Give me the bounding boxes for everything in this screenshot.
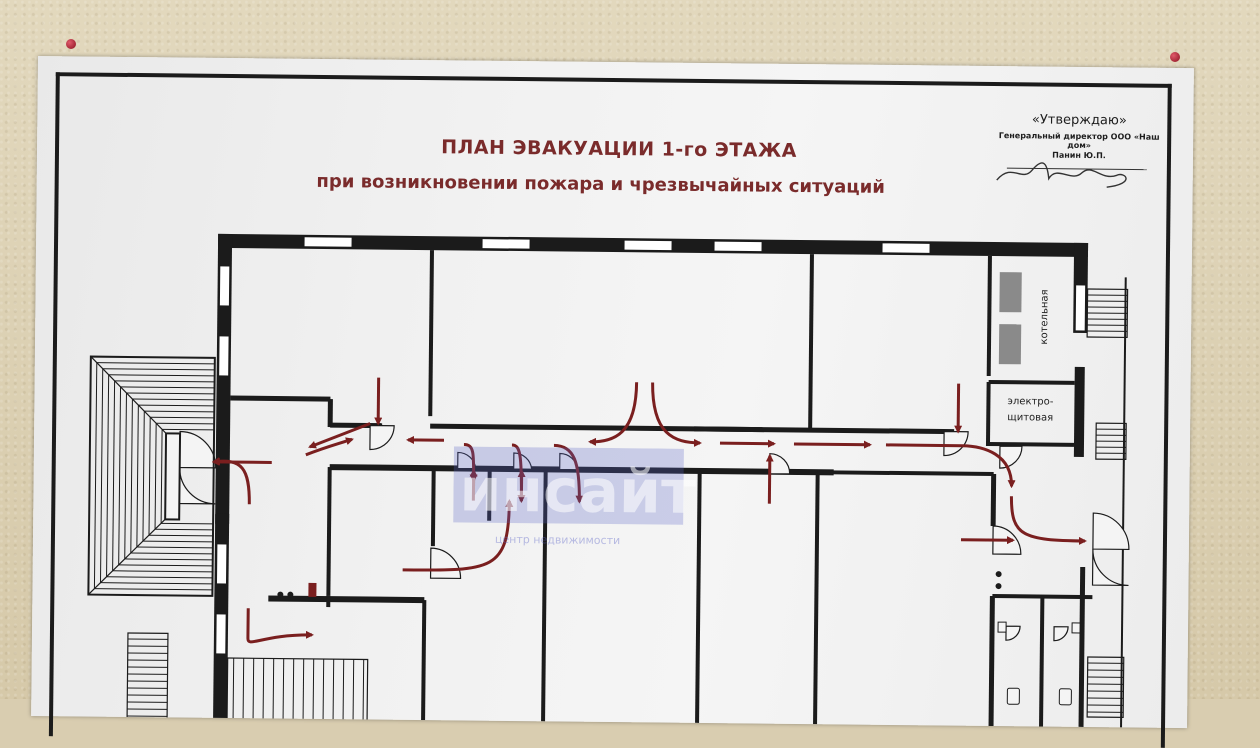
stairs-bottom <box>127 633 368 726</box>
stair-step <box>121 387 215 388</box>
evacuation-arrow <box>958 384 959 432</box>
stair-step <box>263 658 264 724</box>
stair-step <box>333 659 334 725</box>
evacuation-arrow <box>590 382 637 442</box>
stair-step <box>109 375 215 376</box>
stair-step <box>162 429 214 430</box>
stair-step <box>161 523 213 524</box>
stair-step <box>144 411 214 412</box>
stair-step <box>131 553 213 554</box>
stair-step <box>100 583 212 584</box>
room-label-electrical-line1: электро- <box>1007 396 1053 407</box>
evacuation-arrow <box>769 456 770 504</box>
outer-walls <box>213 234 1088 728</box>
stair-step <box>125 559 213 560</box>
stair-step <box>125 393 127 559</box>
stair-step <box>149 417 150 535</box>
boiler-equipment <box>999 272 1022 364</box>
room-label-boiler: котельная <box>1039 289 1051 344</box>
stair-step <box>149 535 213 536</box>
interior-walls <box>227 248 1126 727</box>
stair-step <box>143 411 144 541</box>
floor-plan: котельная электро- щитовая <box>31 56 1194 728</box>
stair-step <box>100 369 102 583</box>
stair-step <box>107 577 213 578</box>
evacuation-routes <box>212 376 1087 651</box>
stair-step <box>113 571 213 572</box>
room-label-electrical-line2: щитовая <box>1007 412 1053 423</box>
evacuation-arrow <box>720 443 774 444</box>
stair-step <box>115 381 215 382</box>
stair-step <box>107 375 109 577</box>
stair-step <box>323 659 324 725</box>
stair-step <box>119 565 213 566</box>
stair-step <box>303 659 304 725</box>
stairs-bottom-steps <box>127 639 364 725</box>
stair-step <box>94 363 96 589</box>
stair-step <box>283 659 284 725</box>
stair-step <box>97 363 215 364</box>
evacuation-arrow <box>553 445 580 501</box>
stair-step <box>243 658 244 724</box>
evacuation-arrow <box>248 608 312 642</box>
stair-step <box>363 659 364 725</box>
stair-step <box>161 429 162 523</box>
pin-top-right <box>1170 52 1180 62</box>
stair-step <box>137 547 213 548</box>
evacuation-arrow <box>403 500 510 571</box>
stair-step <box>155 423 156 529</box>
stair-step <box>94 589 212 590</box>
evacuation-arrow <box>1011 496 1085 541</box>
stair-step <box>293 659 294 725</box>
stair-step <box>343 659 344 725</box>
doors <box>178 424 1130 642</box>
stair-step <box>126 393 214 394</box>
stair-step <box>273 659 274 725</box>
stair-step <box>137 405 138 547</box>
stair-step <box>353 659 354 725</box>
stair-step <box>233 658 234 724</box>
stair-step <box>155 529 213 530</box>
stair-step <box>103 369 215 370</box>
stair-step <box>313 659 314 725</box>
stairs-left-steps <box>94 363 214 590</box>
stair-step <box>150 417 214 418</box>
stair-step <box>131 399 133 553</box>
stair-step <box>143 541 213 542</box>
evacuation-arrow <box>652 382 701 442</box>
evacuation-plan-sheet: ПЛАН ЭВАКУАЦИИ 1-го ЭТАЖА при возникнове… <box>31 56 1194 728</box>
stair-step <box>253 658 254 724</box>
evacuation-arrow <box>794 444 870 445</box>
stair-step <box>132 399 214 400</box>
stair-step <box>113 381 115 571</box>
stair-step <box>156 423 214 424</box>
stair-step <box>138 405 214 406</box>
stair-step <box>119 387 121 565</box>
evacuation-arrow <box>961 540 1013 541</box>
pin-top-left <box>66 39 76 49</box>
